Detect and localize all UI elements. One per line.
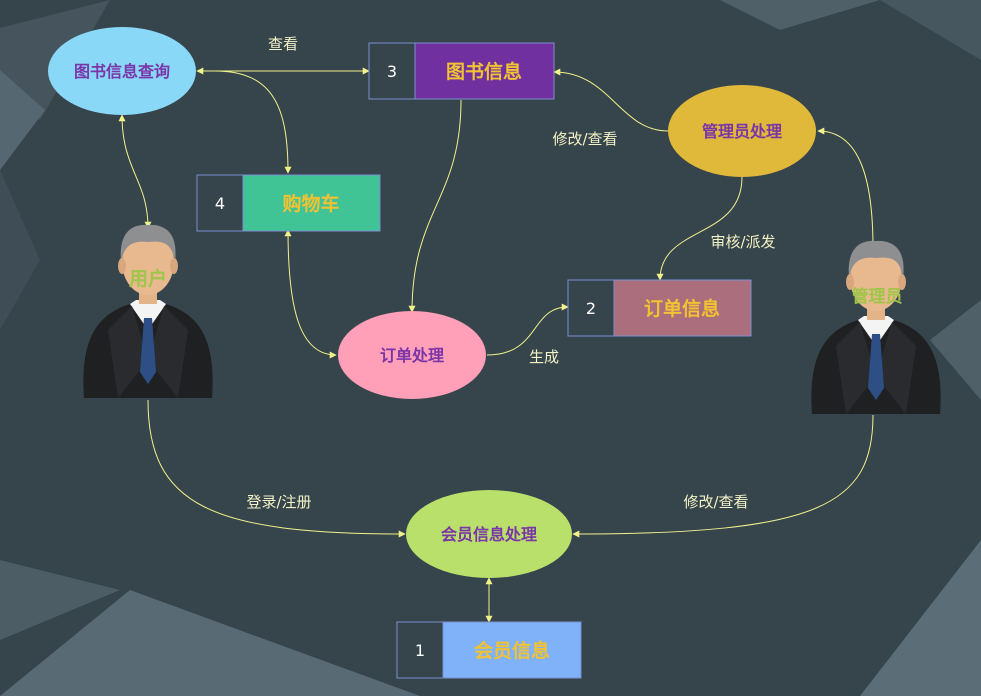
process-shape — [338, 311, 486, 399]
process-shape — [668, 85, 816, 177]
process-order[interactable]: 订单处理 — [338, 311, 486, 399]
store-id-box — [396, 621, 444, 679]
edge-admin-bookinfo — [553, 68, 669, 132]
actor-label: 管理员 — [852, 286, 903, 307]
edge-order-orderinfo — [486, 303, 569, 356]
edge-label-audit-dispatch: 审核/派发 — [710, 233, 775, 251]
edge-labels: 查看 修改/查看 审核/派发 生成 登录/注册 修改/查看 — [246, 35, 775, 511]
edge-label-view: 查看 — [268, 35, 298, 53]
store-label: 订单信息 — [644, 297, 720, 320]
store-body — [442, 621, 582, 679]
process-book-query[interactable]: 图书信息查询 — [48, 27, 196, 115]
store-id-box — [196, 174, 244, 232]
edge-user-member — [147, 399, 406, 538]
store-label: 会员信息 — [474, 639, 550, 662]
edge-cart-order — [284, 229, 337, 359]
store-id-box — [368, 42, 416, 100]
store-id: 2 — [586, 299, 596, 318]
store-body — [414, 42, 555, 100]
process-shape — [48, 27, 196, 115]
store-label: 购物车 — [282, 192, 339, 215]
process-shape — [406, 490, 572, 578]
process-admin[interactable]: 管理员处理 — [668, 85, 816, 177]
edge-bookinfo-order — [408, 99, 462, 313]
store-id: 3 — [387, 62, 397, 81]
process-label: 图书信息查询 — [74, 62, 170, 81]
edge-adminactor-adminproc — [817, 127, 874, 249]
process-label: 会员信息处理 — [441, 525, 537, 544]
process-label: 订单处理 — [380, 346, 444, 365]
store-id: 4 — [215, 194, 225, 213]
businessman-icon — [811, 240, 941, 414]
process-member[interactable]: 会员信息处理 — [406, 490, 572, 578]
edge-adminactor-member — [572, 414, 874, 538]
edge-query-user — [118, 114, 152, 229]
edge-admin-orderinfo — [656, 176, 743, 281]
edge-label-login-register: 登录/注册 — [246, 493, 311, 511]
store-id-box — [567, 279, 615, 337]
edge-label-generate: 生成 — [529, 348, 559, 366]
actor-label: 用户 — [129, 267, 167, 290]
store-label: 图书信息 — [446, 60, 522, 83]
edge-query-cart — [214, 70, 292, 174]
store-book-info[interactable]: 3 图书信息 — [368, 42, 555, 100]
store-body — [613, 279, 752, 337]
process-label: 管理员处理 — [702, 122, 782, 141]
store-body — [242, 174, 381, 232]
edge-label-modify-view-bottom: 修改/查看 — [683, 493, 748, 511]
store-order-info[interactable]: 2 订单信息 — [567, 279, 752, 337]
store-id: 1 — [415, 641, 425, 660]
actor-user[interactable]: 用户 — [83, 224, 213, 398]
businessman-icon — [83, 224, 213, 398]
actor-admin[interactable]: 管理员 — [811, 240, 941, 414]
edge-label-modify-view-top: 修改/查看 — [552, 130, 617, 148]
store-member-info[interactable]: 1 会员信息 — [396, 621, 582, 679]
connectors — [118, 67, 874, 623]
store-cart[interactable]: 4 购物车 — [196, 174, 381, 232]
